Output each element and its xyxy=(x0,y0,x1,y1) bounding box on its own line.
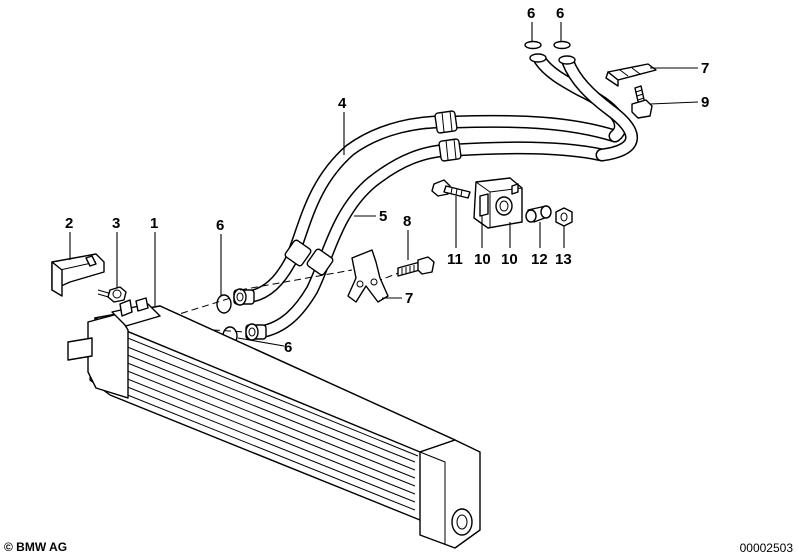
hose-crimp-sleeve xyxy=(284,110,462,276)
bolt-9[interactable] xyxy=(631,85,653,119)
bolt-3[interactable] xyxy=(97,286,127,303)
label-10b: 10 xyxy=(501,251,518,268)
hose-fitting-upper xyxy=(233,288,255,306)
oil-cooler[interactable] xyxy=(67,297,481,549)
copyright-notice: © BMW AG xyxy=(4,540,68,554)
label-6a: 6 xyxy=(527,5,535,22)
label-7a: 7 xyxy=(701,60,709,77)
label-7b: 7 xyxy=(405,290,413,307)
label-10a: 10 xyxy=(474,251,491,268)
label-6c: 6 xyxy=(216,217,224,234)
hose-clamp[interactable] xyxy=(473,177,523,229)
hose-holder-upper[interactable] xyxy=(605,63,657,87)
label-5: 5 xyxy=(379,208,387,225)
bolt-8[interactable] xyxy=(397,256,435,277)
label-4: 4 xyxy=(338,95,347,112)
bolt-11[interactable] xyxy=(431,179,471,199)
hose-fitting-lower xyxy=(245,323,267,341)
hex-nut[interactable] xyxy=(555,207,573,227)
leader-lines xyxy=(69,22,699,347)
document-number: 00002503 xyxy=(739,541,793,555)
spacer-sleeve[interactable] xyxy=(525,205,552,223)
pipe-end-fittings xyxy=(529,53,576,65)
label-2: 2 xyxy=(65,215,73,232)
label-11: 11 xyxy=(447,251,463,268)
label-9: 9 xyxy=(701,94,709,111)
oil-cooler-hose-lower[interactable] xyxy=(253,55,638,339)
label-1: 1 xyxy=(150,215,158,232)
label-13: 13 xyxy=(555,251,572,268)
label-6d: 6 xyxy=(284,339,292,356)
mounting-bracket[interactable] xyxy=(51,253,105,297)
label-8: 8 xyxy=(403,213,411,230)
hose-holder-lower[interactable] xyxy=(347,249,389,303)
label-12: 12 xyxy=(531,251,548,268)
label-3: 3 xyxy=(112,215,120,232)
label-6b: 6 xyxy=(556,5,564,22)
